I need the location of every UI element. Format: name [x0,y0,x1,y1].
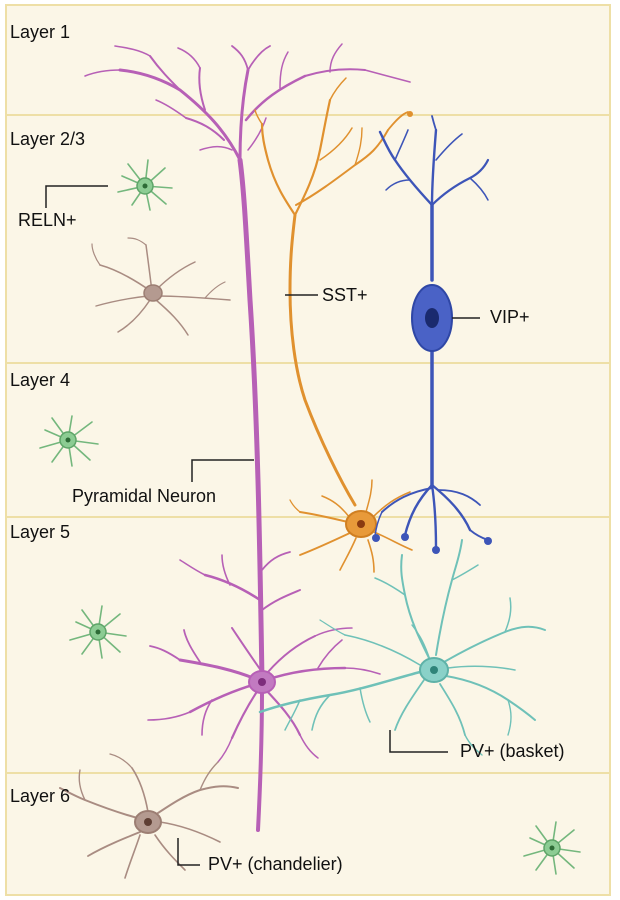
label-leader-lines [45,185,480,866]
reln-leader-line [45,185,108,208]
pv-basket-label: PV+ (basket) [460,741,565,761]
layer-1-band [5,4,611,116]
reln-neuron-l23 [117,159,173,211]
pv-chandelier-label: PV+ (chandelier) [208,854,343,874]
pv-basket-leader-line [389,730,448,753]
layer-5-label: Layer 5 [10,522,71,542]
layer-2-3-label: Layer 2/3 [10,129,86,149]
layer-6-band [5,772,611,896]
brown-interneuron-l23 [91,237,231,336]
reln-neuron-l5 [69,605,127,659]
vip-neuron [372,115,492,554]
pyramidal-label: Pyramidal Neuron [72,486,217,506]
layer-1-label: Layer 1 [10,22,71,42]
reln-neuron-l4 [39,415,99,467]
sst-neuron [254,77,413,573]
pyramidal-leader-line [191,459,254,482]
reln-neuron-l6 [523,821,581,875]
pv-chandelier-neuron [59,753,239,879]
layer-5-band [5,516,611,774]
layer-4-label: Layer 4 [10,370,71,390]
layer-2-3-band [5,114,611,364]
sst-label: SST+ [322,285,368,305]
pyramidal-neuron [84,43,411,832]
pv-chandelier-leader-line [177,838,200,866]
layer-6-label: Layer 6 [10,786,71,806]
pv-basket-neuron [258,539,546,756]
reln-label: RELN+ [18,210,77,230]
vip-label: VIP+ [490,307,530,327]
